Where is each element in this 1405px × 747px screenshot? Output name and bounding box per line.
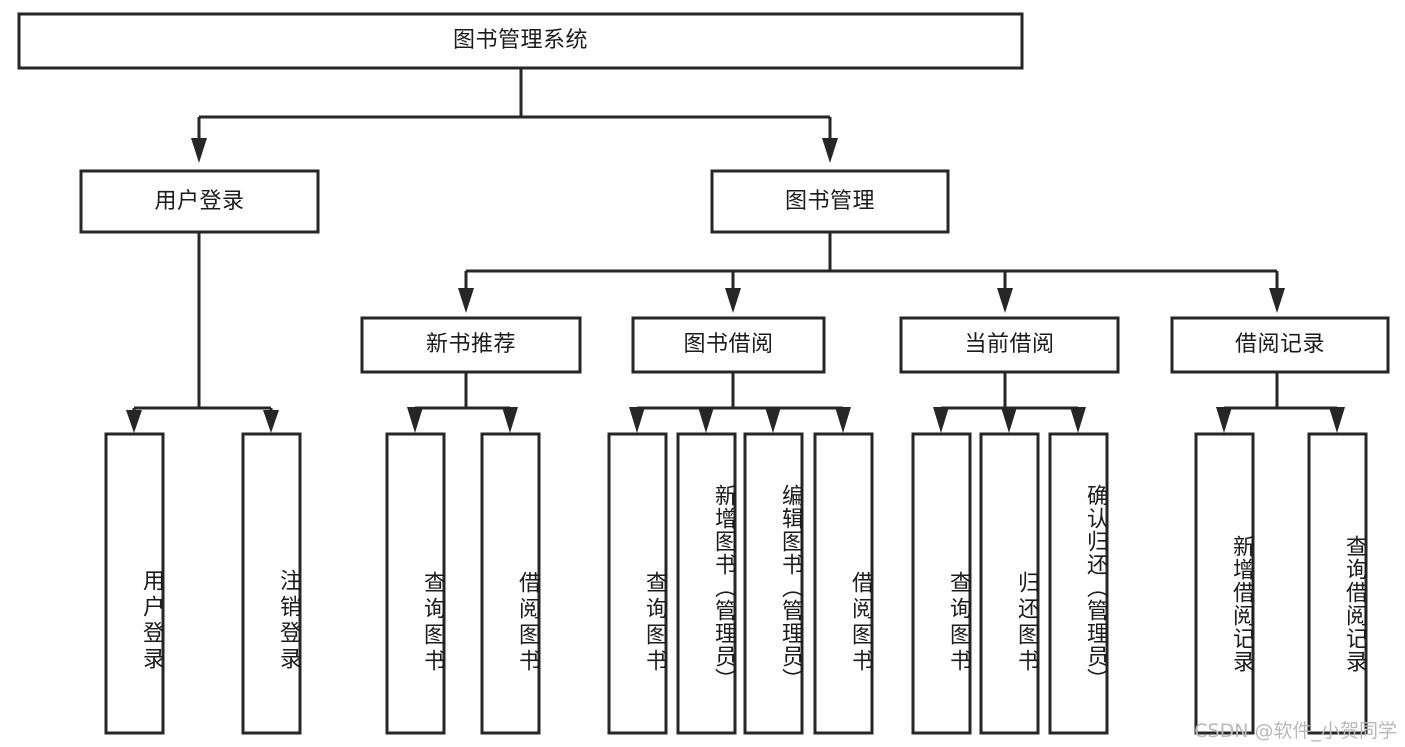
arrow-head-level3-3 [997,288,1013,313]
arrow-head-borrow-record-1 [1216,407,1232,433]
node-book-borrow[interactable] [631,316,826,374]
leaf-box-current-borrow-1[interactable] [979,432,1040,735]
leaf-box-book-borrow-2[interactable] [743,432,804,735]
leaf-box-borrow-record-1[interactable] [1307,432,1368,735]
leaf-box-current-borrow-0[interactable] [911,432,972,735]
node-book-management[interactable] [710,169,950,234]
arrow-head-new-book-2 [502,407,518,433]
arrow-head-book-borrow-2 [698,407,714,433]
arrow-head-user-login-1 [126,410,142,433]
leaf-box-user-login-1[interactable] [241,432,302,735]
arrow-head-current-borrow-3 [1070,407,1086,433]
arrow-head-new-book-1 [407,407,423,433]
arrow-head-book-borrow-4 [835,407,851,433]
arrow-head-book-borrow-3 [765,407,781,433]
arrow-head-level2-2 [822,138,838,163]
node-root-book-management-system[interactable] [17,12,1024,70]
leaf-box-borrow-record-0[interactable] [1194,432,1255,735]
arrow-head-current-borrow-1 [933,407,949,433]
leaf-box-new-book-1[interactable] [480,432,541,735]
leaf-box-book-borrow-1[interactable] [676,432,737,735]
arrow-head-borrow-record-2 [1329,407,1345,433]
leaf-box-new-book-0[interactable] [385,432,446,735]
arrow-head-user-login-2 [263,410,279,433]
node-borrow-record[interactable] [1170,316,1390,374]
leaf-box-book-borrow-3[interactable] [813,432,874,735]
arrow-head-current-borrow-2 [1001,407,1017,433]
node-new-book-recommend[interactable] [360,316,582,374]
leaf-box-current-borrow-2[interactable] [1048,432,1109,735]
leaf-box-book-borrow-0[interactable] [607,432,668,735]
arrow-head-book-borrow-1 [629,407,645,433]
node-user-login[interactable] [79,169,320,234]
arrow-head-level3-4 [1269,288,1285,313]
leaf-box-user-login-0[interactable] [104,432,165,735]
arrow-head-level3-2 [725,288,741,313]
arrow-head-level3-1 [458,288,474,313]
arrow-head-level2-1 [191,138,207,163]
node-current-borrow[interactable] [899,316,1120,374]
